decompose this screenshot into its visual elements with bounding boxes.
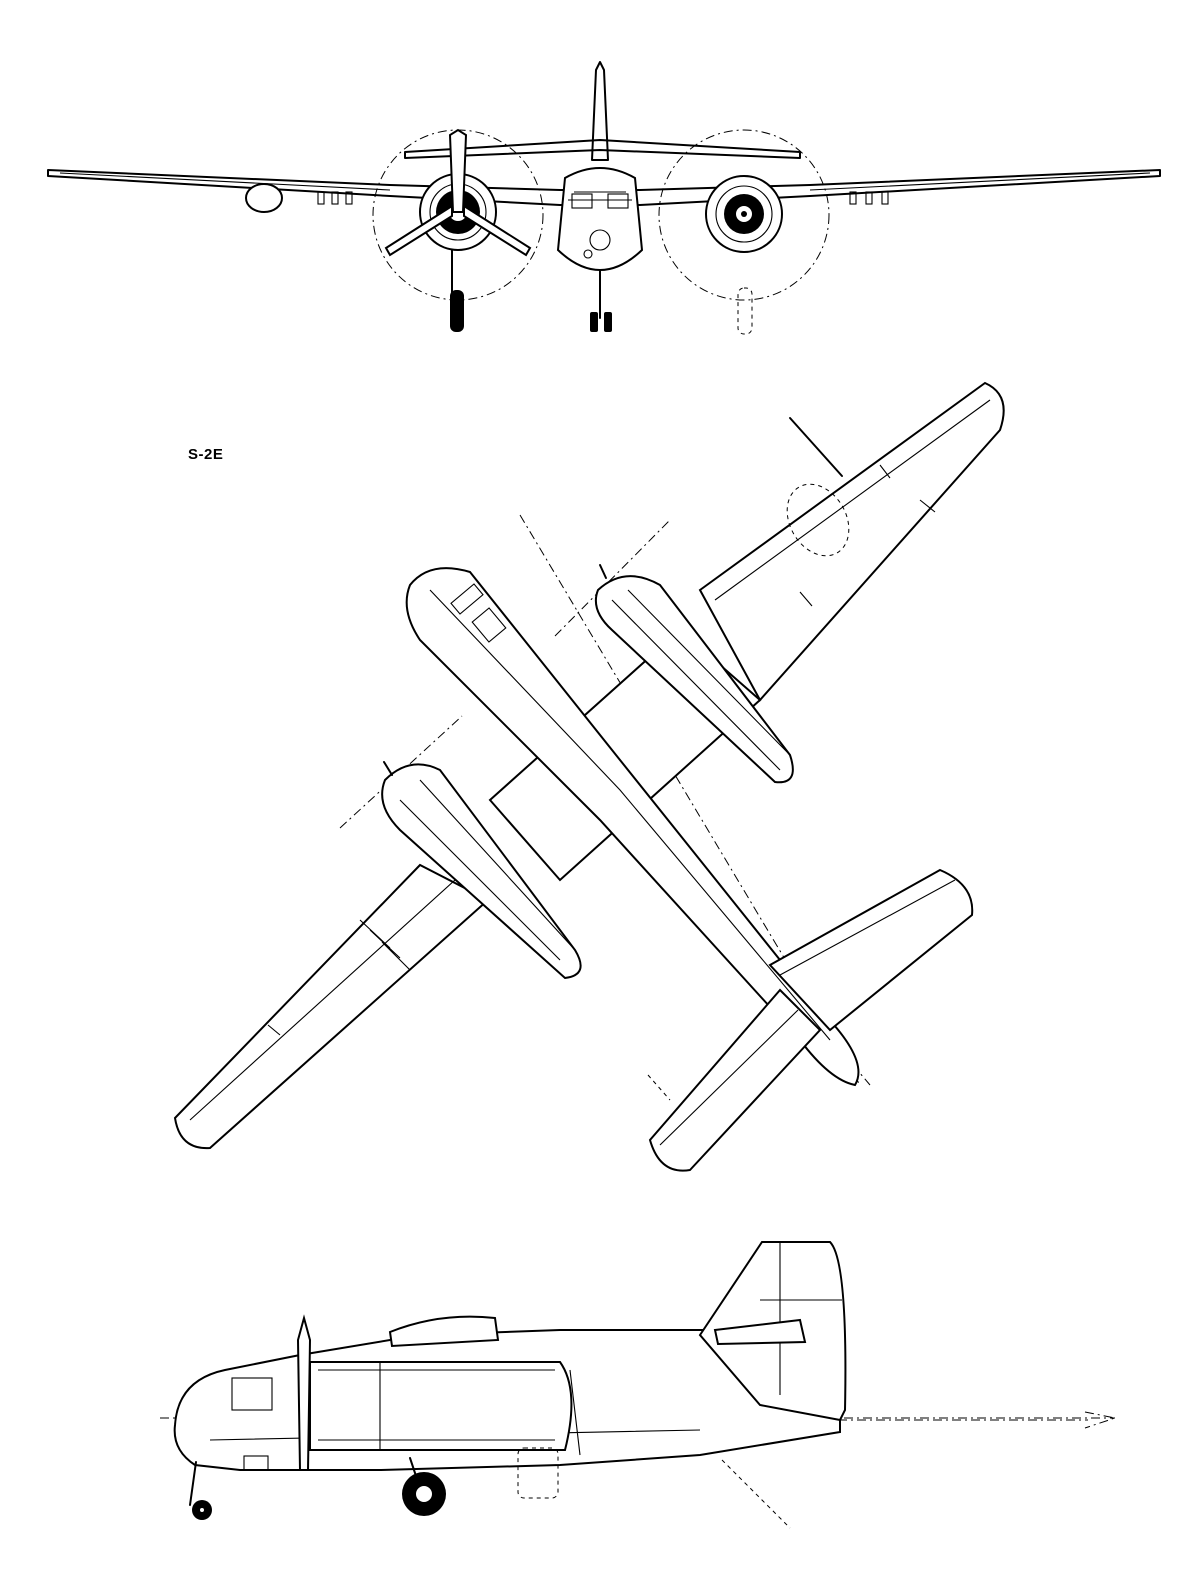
- aircraft-designation-label: S-2E: [188, 446, 224, 463]
